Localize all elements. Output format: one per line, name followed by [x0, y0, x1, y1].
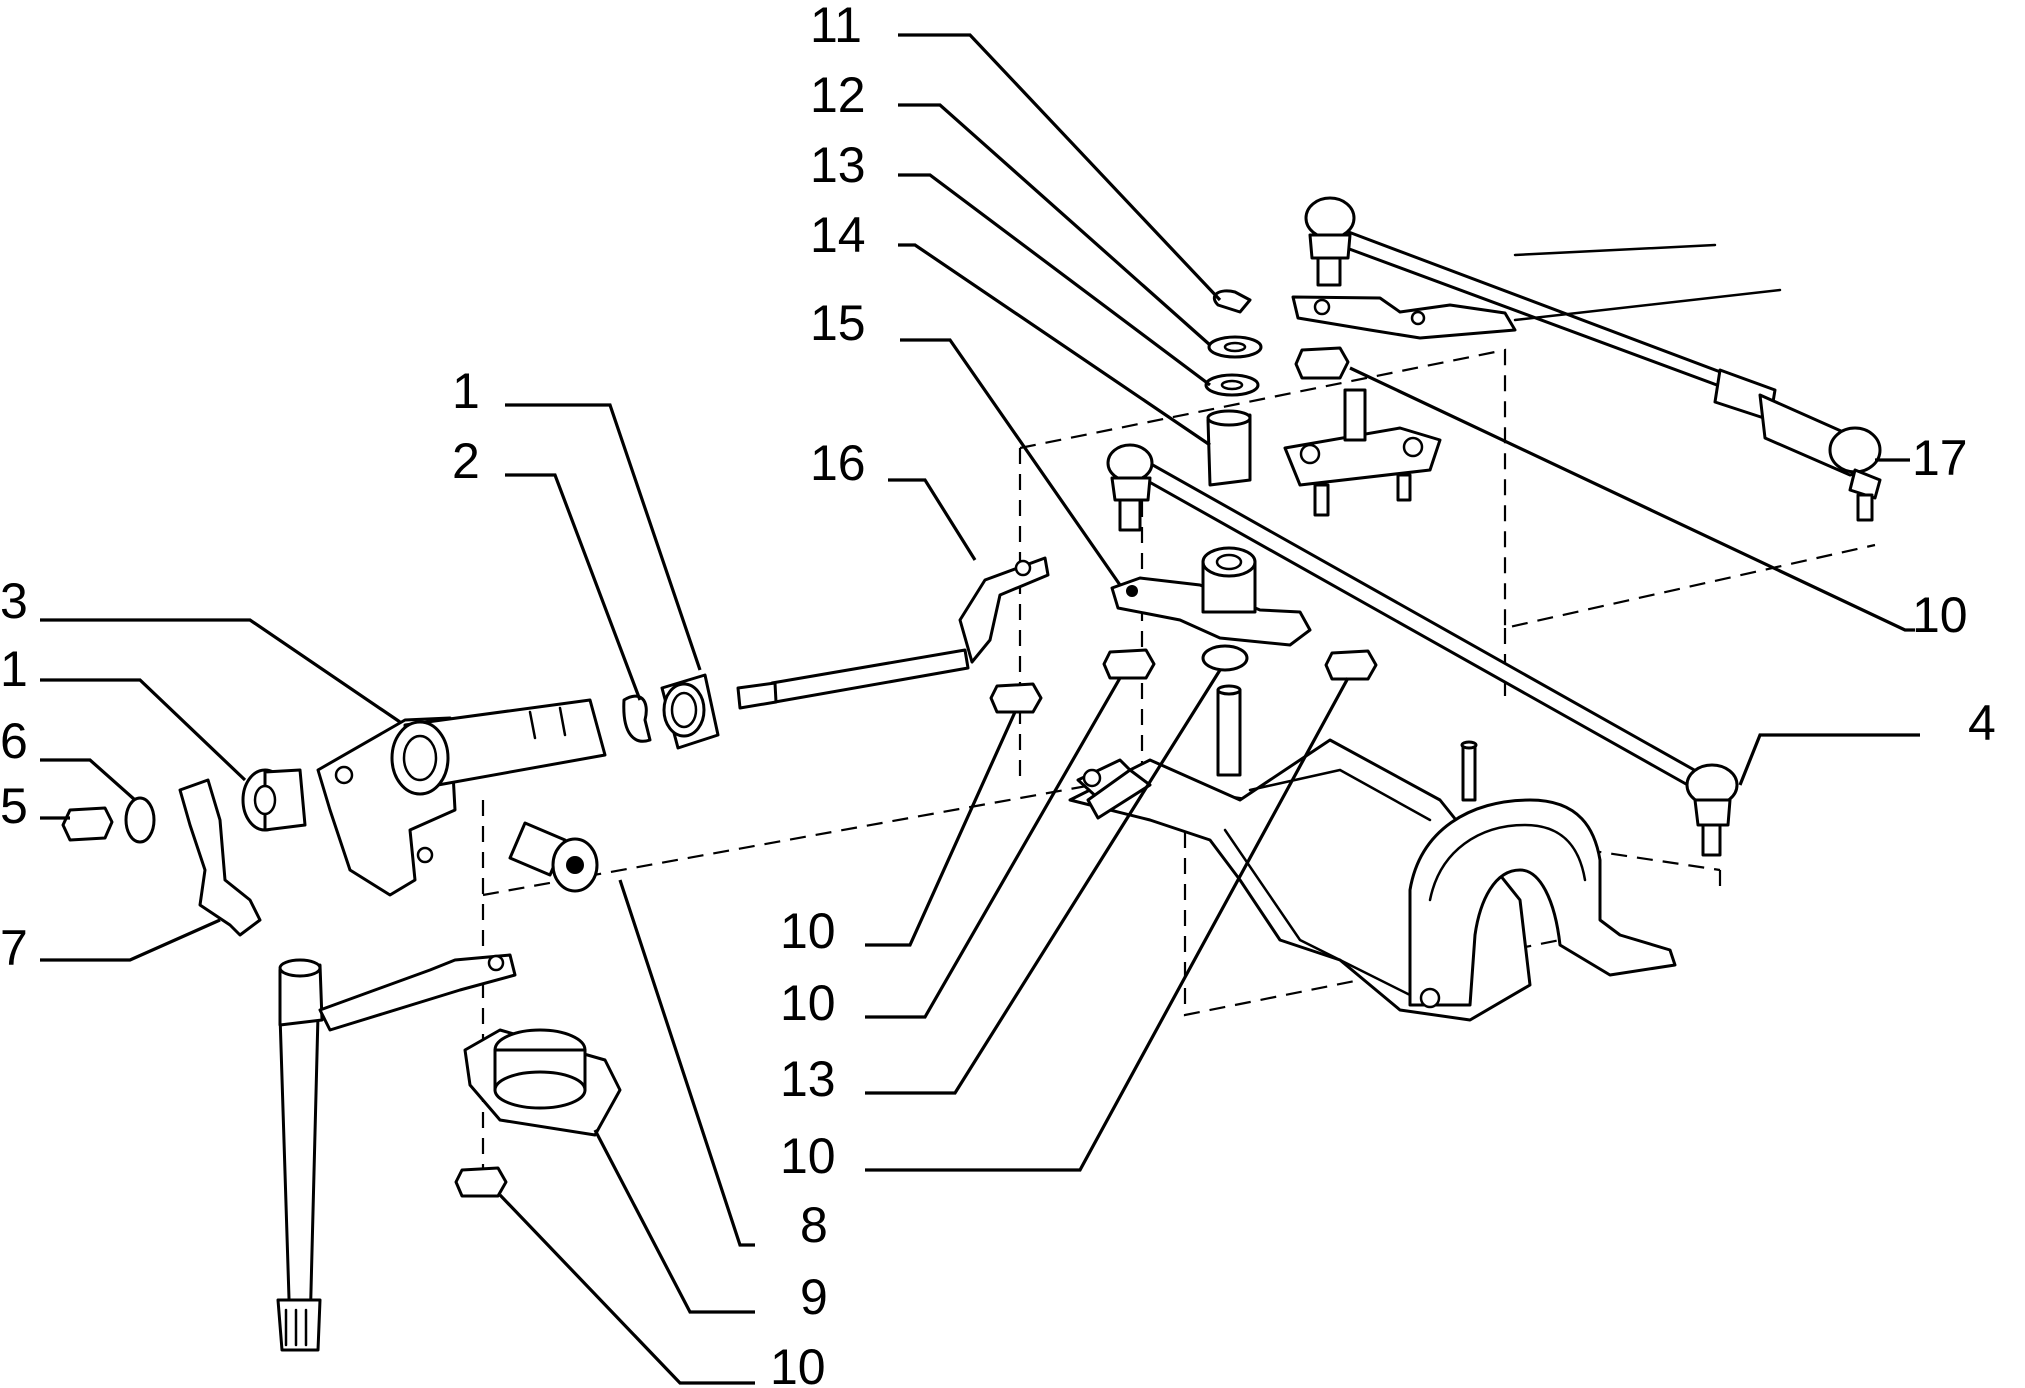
- callout-10-a: 10: [780, 903, 836, 959]
- callout-14: 14: [810, 207, 866, 263]
- cross-member: [1068, 684, 1677, 1022]
- circlip-11: [1212, 289, 1252, 314]
- callout-10-bottom: 10: [770, 1339, 826, 1388]
- pivot-lever: [1110, 546, 1312, 647]
- callout-1-left: 1: [0, 641, 28, 697]
- callout-11: 11: [810, 0, 862, 53]
- callout-16: 16: [810, 435, 866, 491]
- small-hardware-stack: [1204, 289, 1263, 487]
- bolt-8: [508, 821, 599, 893]
- callout-10-c: 10: [780, 1128, 836, 1184]
- nut-10-center-b: [1324, 649, 1378, 681]
- callout-8: 8: [800, 1197, 828, 1253]
- nut-10-top: [1294, 346, 1350, 380]
- callout-15: 15: [810, 295, 866, 351]
- bush-1-lower: [241, 768, 307, 832]
- callout-5: 5: [0, 778, 28, 834]
- nut-10-bottom: [454, 1166, 508, 1198]
- washer-13-lower: [1201, 644, 1249, 672]
- clip-2: [622, 694, 652, 743]
- bush-1-upper: [660, 673, 720, 750]
- callout-10-right: 10: [1912, 587, 1968, 643]
- rubber-mount-9: [463, 1028, 622, 1137]
- callout-13-lower: 13: [780, 1051, 836, 1107]
- leader-lines: [40, 33, 1920, 1385]
- tie-rod-upper: [1304, 196, 1882, 522]
- callout-1-top: 1: [452, 363, 480, 419]
- tie-rod-lower: [1106, 443, 1739, 857]
- frame-line: [1513, 243, 1782, 322]
- callout-13-top: 13: [810, 137, 866, 193]
- lever-housing: [316, 698, 607, 897]
- lever-7: [178, 778, 262, 937]
- callout-9: 9: [800, 1269, 828, 1325]
- callout-2: 2: [452, 433, 480, 489]
- callout-3: 3: [0, 573, 28, 629]
- nut-10-left: [989, 682, 1043, 714]
- pivot-shaft: [736, 556, 1050, 710]
- nut-5: [61, 806, 114, 842]
- callout-6: 6: [0, 713, 28, 769]
- callout-10-b: 10: [780, 975, 836, 1031]
- upper-bracket-plate: [1291, 295, 1517, 340]
- callout-12: 12: [810, 67, 866, 123]
- stud-plate: [1283, 388, 1442, 517]
- callout-4: 4: [1968, 695, 1996, 751]
- steering-column-shaft: [276, 953, 517, 1352]
- callout-17: 17: [1912, 430, 1968, 486]
- callout-7: 7: [0, 920, 28, 976]
- nut-10-center-a: [1102, 648, 1156, 680]
- washer-6: [124, 796, 156, 844]
